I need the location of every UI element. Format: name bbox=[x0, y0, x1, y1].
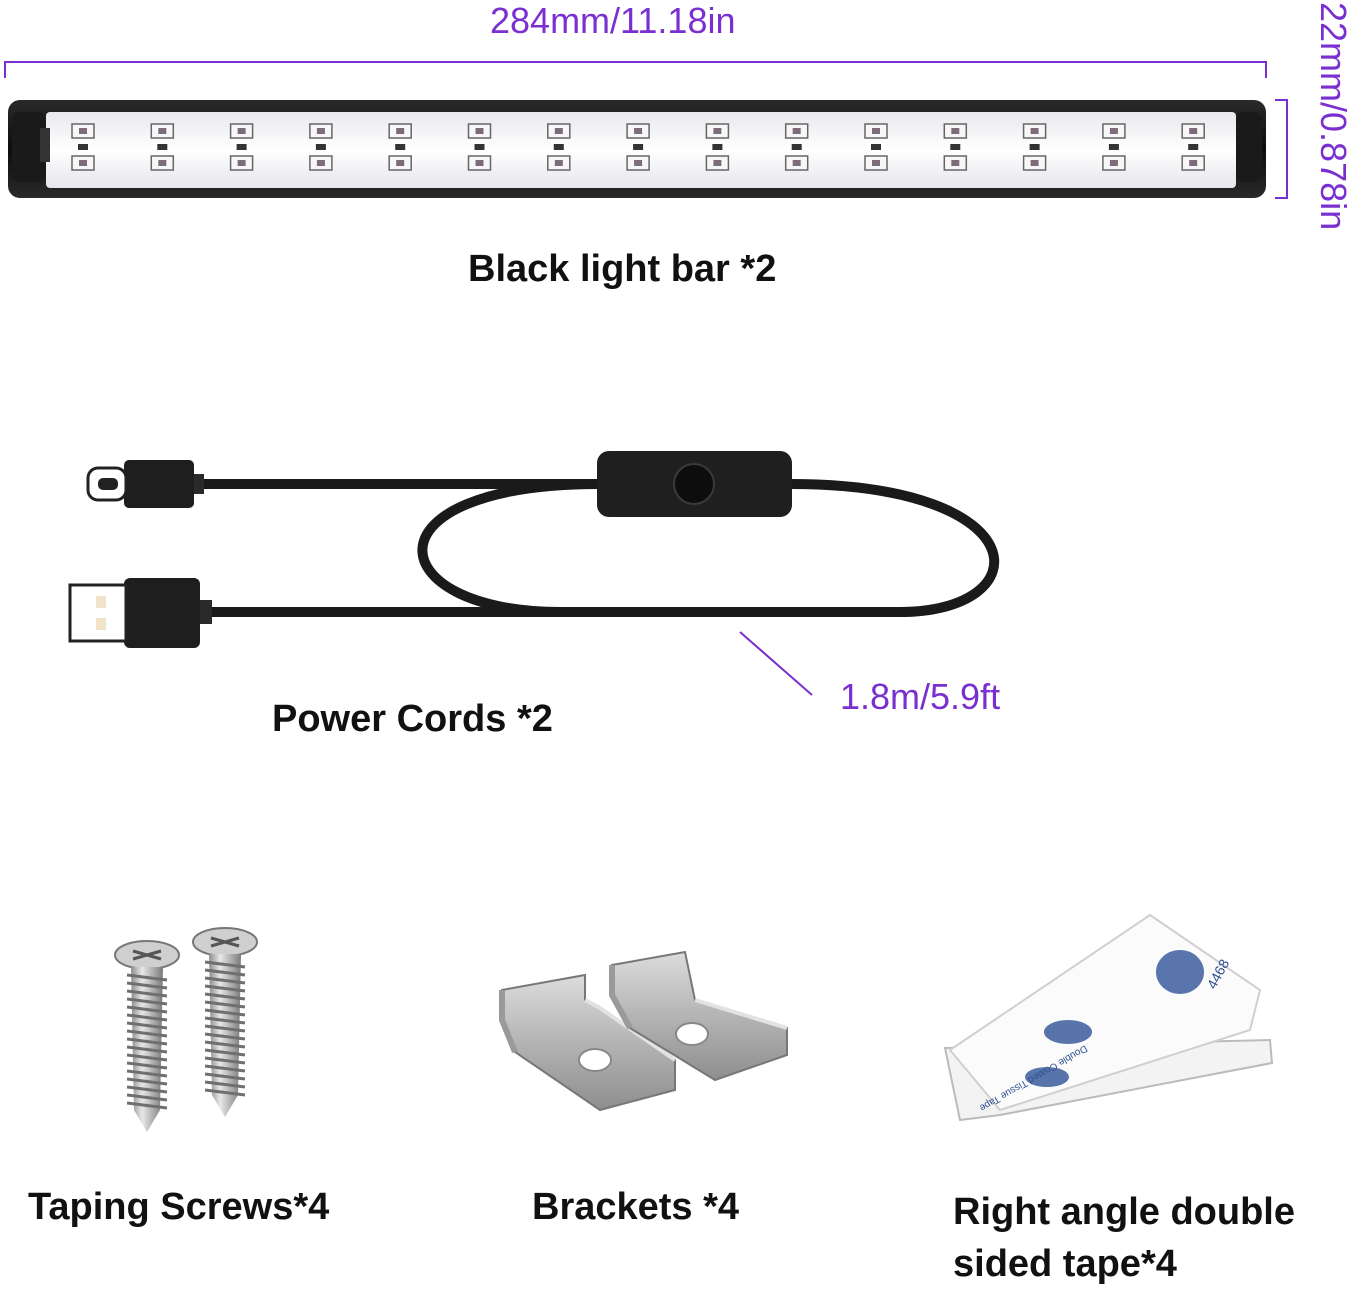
led-resistor bbox=[950, 144, 961, 150]
tape-label: Right angle double sided tape*4 bbox=[953, 1186, 1295, 1290]
led-resistor bbox=[791, 144, 802, 150]
usb-c-plug bbox=[124, 460, 194, 508]
led-resistor bbox=[236, 144, 247, 150]
led-chips bbox=[71, 123, 1205, 171]
cord-length-leader bbox=[739, 631, 813, 696]
led-resistor bbox=[1108, 144, 1119, 150]
brackets-label: Brackets *4 bbox=[532, 1186, 740, 1228]
light-bar-label: Black light bar *2 bbox=[468, 248, 777, 290]
led-resistor bbox=[871, 144, 881, 150]
usb-a-plug bbox=[124, 578, 200, 648]
screw-2 bbox=[192, 927, 258, 1117]
bracket-2 bbox=[609, 950, 788, 1082]
led-resistor bbox=[315, 144, 326, 150]
screw-1 bbox=[114, 940, 180, 1132]
length-dimension-line bbox=[4, 61, 1267, 78]
switch-button bbox=[673, 463, 715, 505]
usb-a-connector bbox=[68, 583, 128, 643]
light-bar bbox=[8, 100, 1266, 198]
tape-label-line-2: sided tape*4 bbox=[953, 1243, 1177, 1285]
bracket-1 bbox=[499, 973, 677, 1112]
led-resistor bbox=[157, 144, 168, 150]
led-resistor bbox=[633, 144, 644, 150]
double-sided-tape: 4468 Double Coated Tissue Tape bbox=[943, 913, 1274, 1122]
height-dimension-line bbox=[1275, 99, 1288, 199]
led-resistor bbox=[474, 144, 485, 150]
cord-length-dimension: 1.8m/5.9ft bbox=[840, 676, 1001, 717]
led-resistor bbox=[1188, 144, 1199, 150]
led-resistor bbox=[395, 144, 406, 150]
led-resistor bbox=[78, 144, 88, 150]
led-resistor bbox=[553, 144, 564, 150]
bar-height-dimension: 22mm/0.878in bbox=[1313, 2, 1354, 231]
tape-label-line-1: Right angle double bbox=[953, 1191, 1295, 1233]
led-resistor bbox=[712, 144, 723, 150]
led-resistor bbox=[1029, 144, 1040, 150]
screws-label: Taping Screws*4 bbox=[28, 1186, 330, 1228]
bar-length-dimension: 284mm/11.18in bbox=[490, 0, 736, 41]
power-cords-label: Power Cords *2 bbox=[272, 698, 553, 740]
power-cord bbox=[68, 451, 1000, 648]
